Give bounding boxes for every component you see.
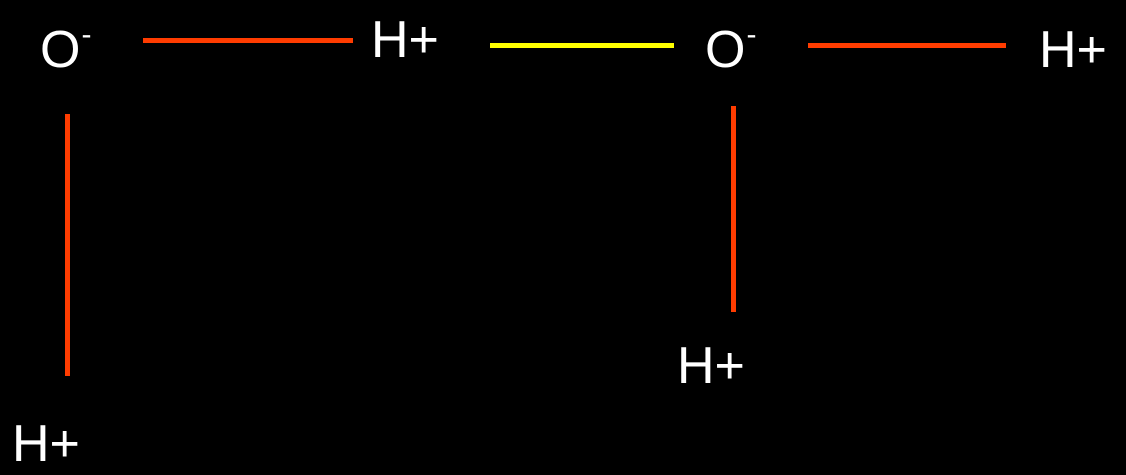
covalent-bond-line	[143, 38, 353, 43]
oxygen-symbol: O	[40, 21, 81, 79]
covalent-bond-line	[808, 43, 1006, 48]
oxygen-atom-left: O-	[40, 20, 91, 79]
oxygen-atom-right: O-	[705, 20, 756, 79]
hydrogen-atom-right: H+	[1039, 21, 1107, 79]
negative-charge: -	[746, 18, 757, 51]
hydrogen-atom-bottom-middle: H+	[677, 337, 745, 395]
negative-charge: -	[81, 18, 92, 51]
covalent-bond-line	[731, 106, 736, 312]
covalent-bond-line	[65, 114, 70, 376]
hydrogen-bond-line	[490, 43, 674, 48]
hydrogen-atom-bottom-left: H+	[12, 415, 80, 473]
hydrogen-atom-top: H+	[371, 11, 439, 69]
oxygen-symbol: O	[705, 21, 746, 79]
